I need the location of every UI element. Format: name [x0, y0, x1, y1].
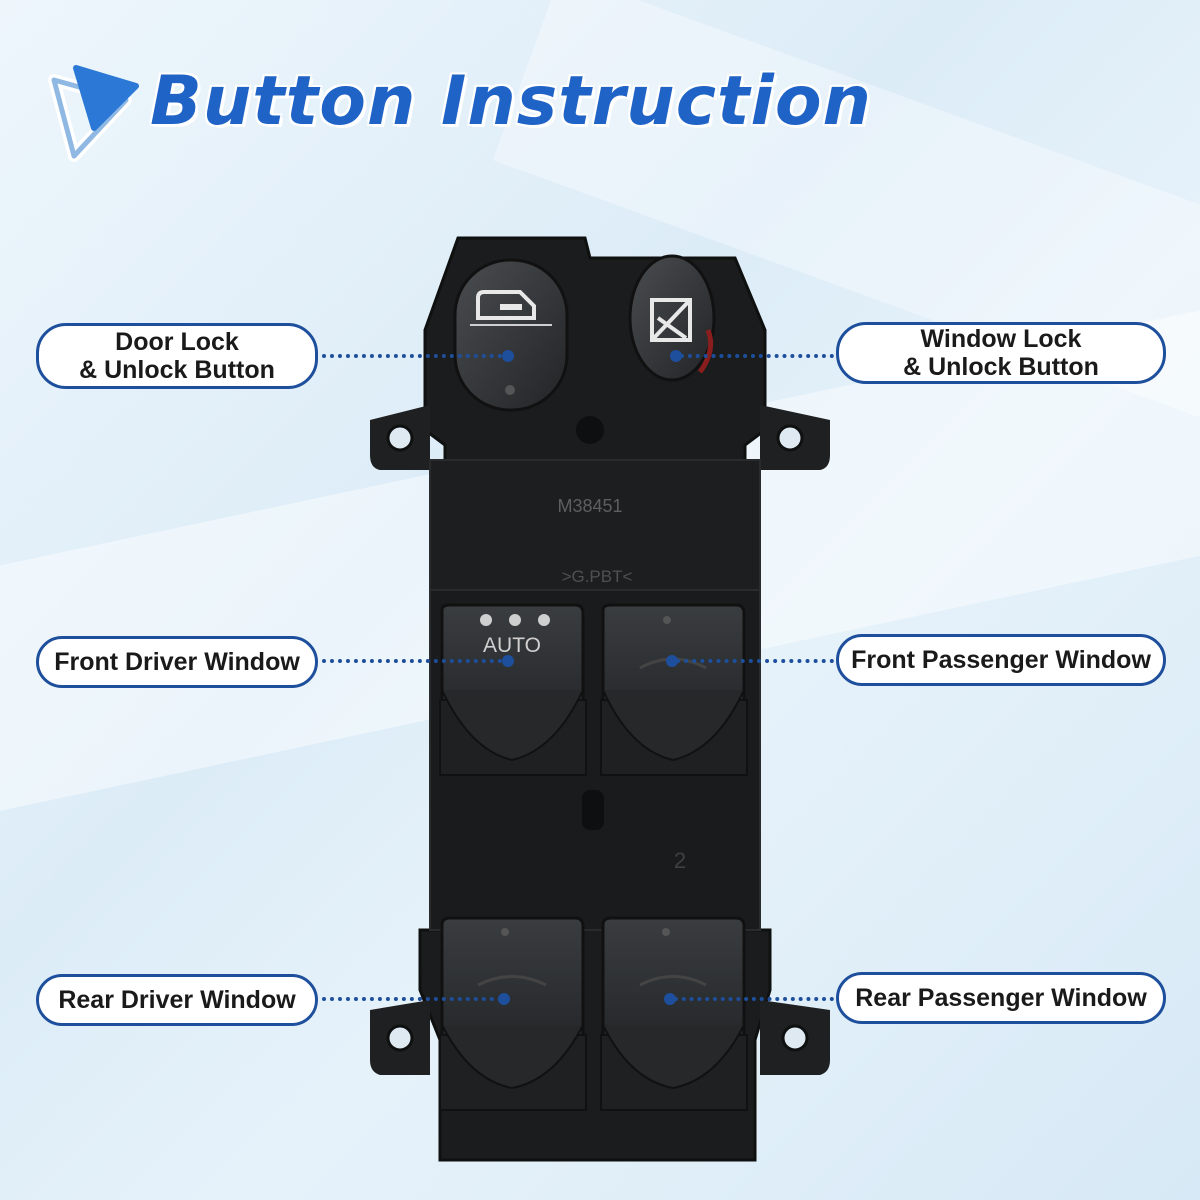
material-mark: >G.PBT< [562, 567, 633, 586]
rear-driver-pointer [322, 997, 502, 1001]
window-lock-label-line1: Window Lock [920, 325, 1082, 353]
play-logo-icon [48, 65, 139, 162]
window-lock-label: Window Lock& Unlock Button [836, 322, 1166, 384]
door-lock-label: Door Lock& Unlock Button [36, 323, 318, 389]
front-driver-label: Front Driver Window [36, 636, 318, 688]
rear-passenger-label: Rear Passenger Window [836, 972, 1166, 1024]
auto-label: AUTO [483, 634, 541, 657]
door-lock-dot [502, 350, 514, 362]
page-title: Button Instruction [150, 62, 872, 141]
part-number: M38451 [557, 496, 622, 516]
window-lock-pointer [680, 354, 834, 358]
front-driver-dot [502, 655, 514, 667]
front-driver-pointer [322, 659, 502, 663]
rear-passenger-pointer [674, 997, 834, 1001]
rear-passenger-dot [664, 993, 676, 1005]
front-passenger-label: Front Passenger Window [836, 634, 1166, 686]
front-passenger-dot [666, 655, 678, 667]
window-lock-label-line2: & Unlock Button [903, 353, 1099, 381]
number-mark: 2 [674, 848, 686, 873]
door-lock-pointer [322, 354, 502, 358]
rear-driver-dot [498, 993, 510, 1005]
door-lock-label-line2: & Unlock Button [79, 356, 275, 384]
window-lock-dot [670, 350, 682, 362]
front-passenger-pointer [676, 659, 834, 663]
door-lock-label-line1: Door Lock [115, 328, 239, 356]
rear-driver-label: Rear Driver Window [36, 974, 318, 1026]
